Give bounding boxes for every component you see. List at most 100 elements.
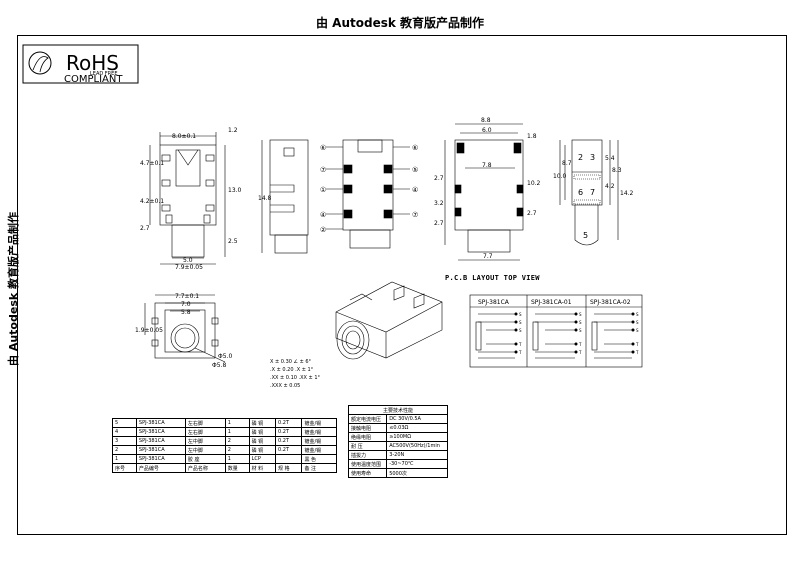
dim-side-height: 14.8: [258, 195, 272, 202]
pcb-pin-s2b: S: [579, 320, 582, 325]
dim-front-bottom-1: 5.0: [183, 257, 193, 264]
pcb-layouts: [469, 294, 643, 368]
dim-rear-mid: 7.8: [482, 162, 492, 169]
bom-cell: SPJ-381CA: [135, 445, 186, 455]
dim-circle-top-1: 7.7±0.1: [175, 293, 199, 300]
jack-schematic: [559, 139, 619, 246]
pcb-pin-s3b: S: [579, 328, 582, 333]
bom-header-cell: 材 料: [248, 463, 277, 473]
bom-cell: 磷 铜: [248, 418, 277, 428]
tolerance-line: .XXX ± 0.05: [270, 383, 301, 389]
dim-schem-right-1: 8.3: [612, 167, 622, 174]
rohs-title: RoHS: [66, 51, 119, 75]
bom-cell: 1: [112, 454, 137, 464]
dim-rear-bottom: 7.7: [483, 253, 493, 260]
bom-cell: 2: [224, 436, 250, 446]
spec-value: 5000次: [386, 468, 448, 478]
bom-cell: SPJ-381CA: [135, 436, 186, 446]
schem-pin-6: 6: [578, 188, 583, 197]
bom-cell: 左右脚: [184, 418, 226, 428]
pin-label-2: ②: [320, 226, 326, 234]
bom-header-cell: 数量: [224, 463, 250, 473]
dim-rear-left-2: 3.2: [434, 200, 444, 207]
circle-view: [144, 294, 226, 363]
spec-label: 接触电阻: [347, 423, 388, 433]
dim-rear-top-2: 6.0: [482, 127, 492, 134]
bom-cell: SPJ-381CA: [135, 454, 186, 464]
schem-pin-5: 5: [583, 231, 588, 240]
bom-cell: 0.2T: [275, 427, 303, 437]
rohs-lead-free: LEAD FREE: [90, 71, 117, 77]
bom-cell: 左右脚: [184, 427, 226, 437]
pin-label-7b: ⑦: [412, 211, 418, 219]
table-header-row: 主要技术性能: [348, 405, 448, 415]
pcb-pin-t1c: T: [635, 342, 639, 347]
pin-label-5: ⑤: [412, 166, 418, 174]
rohs-leaf-icon: [28, 51, 52, 75]
dim-front-left-1: 4.7±0.1: [140, 160, 164, 167]
table-row: 使用温度范围-30~70℃: [347, 459, 448, 469]
pin-view: [326, 139, 410, 249]
bom-header-cell: 序号: [112, 463, 137, 473]
pin-label-6: ⑥: [320, 144, 326, 152]
pcb-pin-t1: T: [518, 342, 522, 347]
pcb-pin-t1b: T: [578, 342, 582, 347]
spec-value: DC 30V/0.5A: [386, 414, 448, 424]
schem-pin-3: 3: [590, 153, 595, 162]
dim-front-right-2: 13.0: [228, 187, 242, 194]
pcb-pin-s3c: S: [636, 328, 639, 333]
tolerance-line: .X ± 0.20 .X ± 1°: [270, 367, 314, 373]
isometric-view: [335, 281, 443, 360]
dim-schem-right-2: 14.2: [620, 190, 634, 197]
pin-label-7: ⑦: [320, 166, 326, 174]
schem-pin-2: 2: [578, 153, 583, 162]
bom-cell: 镀金/锡: [301, 427, 337, 437]
bom-header-cell: 规 格: [275, 463, 303, 473]
bom-cell: SPJ-381CA: [135, 418, 186, 428]
spec-label: 耐 压: [347, 441, 388, 451]
pcb-col-1: SPJ-381CA: [478, 299, 510, 306]
bom-cell: 黑 色: [301, 454, 337, 464]
dim-rear-right-2: 2.7: [527, 210, 537, 217]
bom-header-cell: 产品名称: [184, 463, 226, 473]
table-row: 接触电阻≤0.03Ω: [347, 423, 448, 433]
table-row: 绝缘电阻≥100MΩ: [347, 432, 448, 442]
pcb-col-3: SPJ-381CA-02: [590, 299, 631, 306]
table-header-row: 序号产品编号产品名称数量材 料规 格备 注: [112, 463, 337, 473]
dim-circle-top-2: 7.0: [181, 301, 191, 308]
spec-title: 主要技术性能: [348, 405, 448, 415]
rohs-logo: RoHS LEAD FREE COMPLIANT: [22, 44, 139, 85]
bom-cell: SPJ-381CA: [135, 427, 186, 437]
bom-cell: 0.2T: [275, 418, 303, 428]
spec-label: 绝缘电阻: [347, 432, 388, 442]
bom-cell: 2: [112, 445, 137, 455]
pcb-pin-t2c: T: [635, 350, 639, 355]
bom-header-cell: 备 注: [301, 463, 337, 473]
tolerance-line: .XX ± 0.10 .XX ± 1°: [270, 375, 321, 381]
pcb-pin-s2c: S: [636, 320, 639, 325]
spec-label: 插拔力: [347, 450, 388, 460]
dim-front-left-3: 2.7: [140, 225, 150, 232]
dim-front-right-3: 2.5: [228, 238, 238, 245]
dim-schem-left-2: 8.7: [562, 160, 572, 167]
pcb-pin-s1b: S: [579, 312, 582, 317]
bom-cell: 4: [112, 427, 137, 437]
spec-label: 使用温度范围: [347, 459, 388, 469]
bom-header-cell: 产品编号: [135, 463, 186, 473]
dim-front-bottom-2: 7.9±0.05: [175, 264, 203, 271]
bom-cell: 1: [224, 427, 250, 437]
spec-value: ≥100MΩ: [386, 432, 448, 442]
bom-cell: LCP: [248, 454, 277, 464]
spec-value: AC500V(50Hz)/1min: [386, 441, 448, 451]
pin-label-6b: ⑥: [412, 144, 418, 152]
bom-cell: 0.2T: [275, 445, 303, 455]
bom-cell: [275, 454, 303, 464]
dim-rear-right: 1.8: [527, 133, 537, 140]
tolerance-line: X ± 0.30 ∠ ± 6°: [270, 359, 312, 365]
